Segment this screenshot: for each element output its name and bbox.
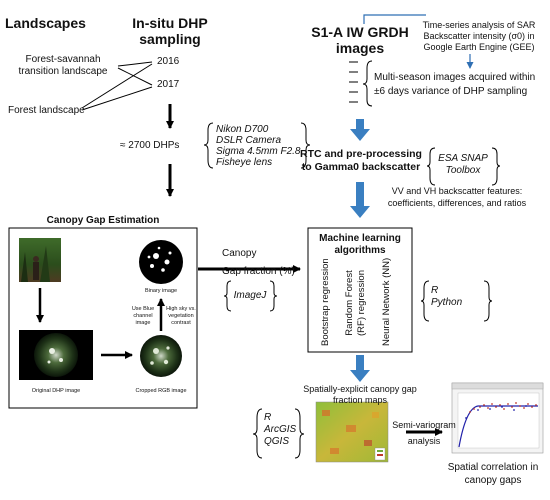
snap-brace-right: [491, 147, 501, 186]
canopy-gap-title: Canopy Gap Estimation: [46, 215, 160, 226]
ml-title-line1: Machine learning: [319, 233, 401, 244]
year-2016: 2016: [157, 56, 180, 67]
gee-note-line2: Backscatter intensity (σ0) in: [423, 31, 535, 41]
line-forest-2016: [81, 63, 153, 109]
arrow-rtc-to-ml: [350, 182, 370, 218]
canopy-arrow-line2: Gap fraction (%): [222, 266, 295, 277]
spatial-corr-line2: canopy gaps: [464, 475, 522, 486]
semivariogram-plot: [451, 382, 544, 454]
rpython-brace-right: [483, 280, 493, 322]
landscape-year-lines: [81, 61, 153, 111]
line-savannah-2016: [117, 61, 153, 67]
canopy-gap-map: [315, 401, 389, 463]
gis-brace-right: [294, 408, 305, 459]
gis-line1: R: [264, 412, 272, 423]
camera-brace-right: [300, 122, 311, 169]
gis-line2: ArcGIS: [264, 424, 297, 435]
camera-line3: Sigma 4.5mm F2.8: [216, 146, 301, 157]
features-line1: VV and VH backscatter features:: [391, 186, 523, 196]
ml-bootstrap: Bootstrap regression: [320, 258, 331, 346]
dhp-count: ≈ 2700 DHPs: [120, 140, 180, 151]
camera-line4: Fisheye lens: [216, 157, 273, 168]
features-line2: coefficients, differences, and ratios: [387, 198, 527, 208]
multiseason-line2: ±6 days variance of DHP sampling: [374, 86, 528, 97]
cropped-rgb-image: [140, 335, 182, 377]
camera-brace-left: [203, 122, 214, 169]
multiseason-brace: [362, 60, 373, 107]
gee-note-line3: Google Earth Engine (GEE): [423, 42, 535, 52]
header-dhp-line1: In-situ DHP: [132, 15, 208, 31]
camera-line1: Nikon D700: [216, 124, 269, 135]
label-binary-image: Binary image: [144, 288, 178, 294]
maps-line1: Spatially-explicit canopy gap: [303, 384, 417, 394]
imagej-label: ImageJ: [233, 290, 267, 301]
label-original-dhp: Original DHP image: [31, 388, 81, 394]
gis-line3: QGIS: [264, 436, 290, 447]
rpython-brace-left: [420, 280, 430, 322]
rtc-line1: RTC and pre-processing: [300, 148, 422, 160]
semivariogram-line2: analysis: [407, 436, 441, 446]
label-high-sky-line1: High sky vs.: [166, 306, 196, 312]
snap-line2: Toolbox: [445, 165, 481, 176]
ml-rf-line2: (RF) regression: [356, 270, 367, 336]
imagej-brace-left: [223, 280, 232, 312]
rpython-line1: R: [431, 285, 439, 296]
gee-note-line1: Time-series analysis of SAR: [422, 20, 536, 30]
maps-line2: fraction maps: [332, 395, 388, 405]
snap-brace-left: [426, 147, 436, 186]
arrow-images-to-rtc: [350, 119, 370, 141]
rpython-line2: Python: [431, 297, 463, 308]
rtc-line2: to Gamma0 backscatter: [301, 161, 421, 173]
ml-rf-line1: Random Forest: [344, 270, 355, 336]
binary-image: [139, 240, 183, 284]
label-use-blue-line1: Use Blue: [131, 306, 155, 312]
line-forest-2017: [81, 86, 153, 111]
year-2017: 2017: [157, 79, 180, 90]
camera-line2: DSLR Camera: [216, 135, 282, 146]
gis-brace-left: [252, 408, 263, 459]
arrow-ml-to-maps: [350, 355, 370, 382]
canopy-arrow-line1: Canopy: [222, 248, 257, 259]
label-use-blue-line3: image: [135, 320, 151, 326]
multiseason-line1: Multi-season images acquired within: [374, 72, 536, 83]
label-high-sky-line2: vegetation: [168, 313, 194, 319]
spatial-corr-line1: Spatial correlation in: [447, 462, 539, 473]
ml-nn: Neural Network (NN): [381, 257, 392, 346]
image-stack-dashes: [349, 61, 358, 103]
label-use-blue-line2: channel: [133, 313, 153, 319]
ml-box: [307, 227, 413, 353]
landscape-savannah-line1: Forest-savannah: [25, 54, 101, 65]
ml-title-line2: algorithms: [334, 245, 386, 256]
header-dhp-line2: sampling: [139, 31, 201, 47]
forest-photo: [19, 238, 61, 282]
gee-bracket: [363, 14, 426, 24]
original-dhp-image: [19, 330, 93, 380]
landscape-forest: Forest landscape: [8, 105, 85, 116]
landscape-savannah-line2: transition landscape: [18, 66, 108, 77]
label-cropped-rgb: Cropped RGB image: [135, 388, 187, 394]
semivariogram-line1: Semi-variogram: [392, 420, 456, 430]
blue-arrows: [350, 119, 370, 382]
label-high-sky-line3: contrast: [171, 320, 191, 326]
header-s1-line1: S1-A IW GRDH: [311, 24, 409, 40]
header-landscapes: Landscapes: [5, 15, 86, 31]
header-s1-line2: images: [335, 40, 385, 56]
snap-line1: ESA SNAP: [438, 153, 488, 164]
line-savannah-2017: [117, 67, 153, 86]
imagej-brace-right: [269, 280, 278, 312]
